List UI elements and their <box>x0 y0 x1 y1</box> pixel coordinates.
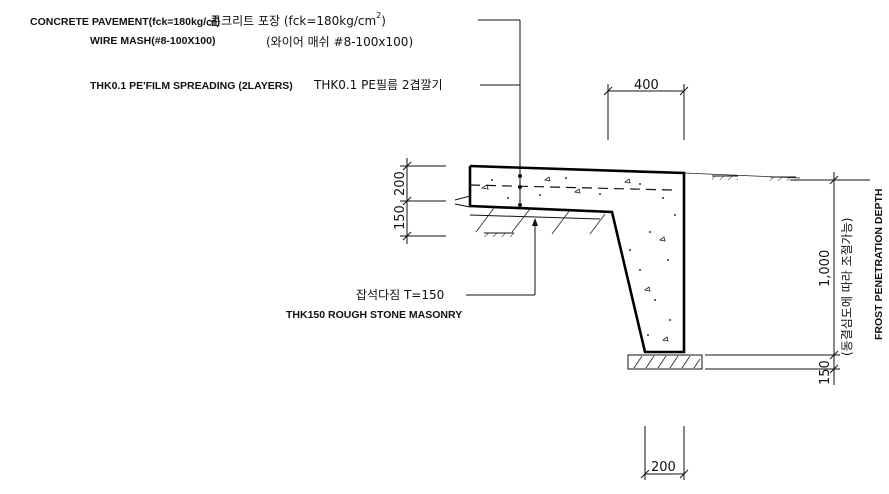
dim-slab-thickness <box>400 158 446 244</box>
dim-base-200-text: 200 <box>651 460 676 475</box>
film-label-ko: THK0.1 PE필름 2겹깔기 <box>313 78 443 92</box>
dim-200-text: 200 <box>393 171 408 196</box>
dim-frost-depth <box>705 172 870 385</box>
dim-150-text: 150 <box>393 205 408 230</box>
ground-hatch-right <box>712 175 796 181</box>
pavement-label-en: CONCRETE PAVEMENT(fck=180kg/㎠) <box>30 15 220 28</box>
dim-400-text: 400 <box>634 78 659 93</box>
pavement-label-ko: 콘크리트 포장 (fck=180kg/cm2) <box>210 11 386 28</box>
film-break-marker <box>454 195 471 208</box>
dim-1000-text: 1,000 <box>818 250 833 287</box>
film-label-en: THK0.1 PE'FILM SPREADING (2LAYERS) <box>90 80 293 92</box>
dim-top-width <box>603 84 689 140</box>
leader-dot-2 <box>518 185 522 189</box>
rough-stone-layer <box>469 207 606 237</box>
stone-label-ko: 잡석다짐 T=150 <box>356 288 444 302</box>
wire-mesh-line <box>469 184 673 191</box>
frost-label-ko: (동결심도에 따라 조절가능) <box>840 218 854 356</box>
dim-footing-150-text: 150 <box>818 360 833 385</box>
leader-dot-3 <box>518 203 522 207</box>
concrete-section <box>468 164 686 354</box>
mesh-label-ko: (와이어 매쉬 #8-100x100) <box>266 35 413 49</box>
stone-label-en: THK150 ROUGH STONE MASONRY <box>286 309 462 321</box>
ground-hatch-1 <box>484 233 514 237</box>
dim-base-width <box>640 426 689 480</box>
leader-dot-1 <box>518 174 522 178</box>
footing-hatch <box>633 355 701 369</box>
stone-leader-arrow <box>532 218 538 226</box>
frost-label-en: FROST PENETRATION DEPTH <box>873 189 885 340</box>
mesh-label-en: WIRE MASH(#8-100X100) <box>90 35 215 47</box>
